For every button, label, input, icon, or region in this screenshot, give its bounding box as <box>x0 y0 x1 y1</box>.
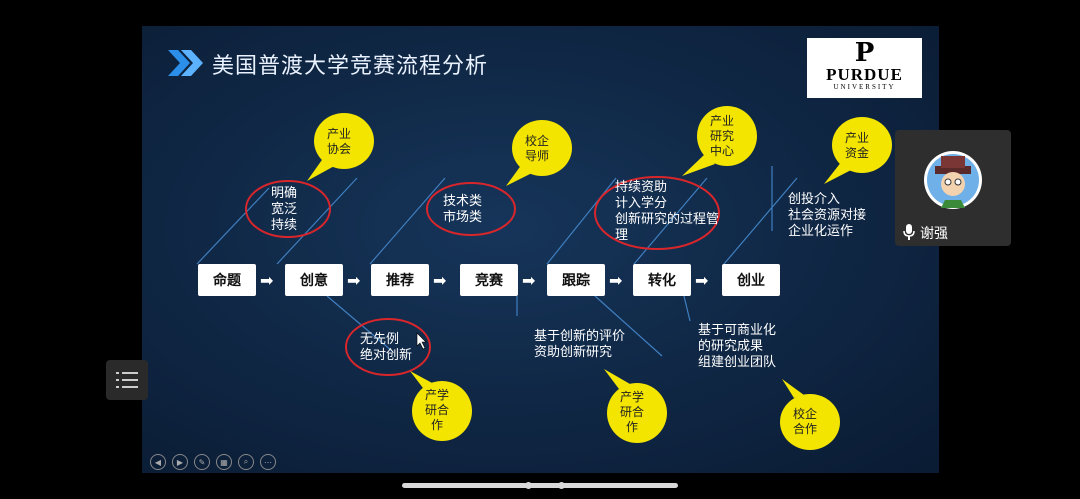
side-menu-button[interactable] <box>106 360 148 400</box>
note-idea: 无先例 绝对创新 <box>360 332 413 363</box>
home-indicator[interactable] <box>402 483 678 488</box>
list-menu-icon <box>116 372 138 388</box>
participant-name: 谢强 <box>920 226 948 242</box>
step-competition: 竞赛 <box>460 264 518 296</box>
bubble-cooperation-1: 产学 研合 作 <box>425 388 450 432</box>
bubble-school-enterprise: 校企 合作 <box>793 407 818 436</box>
presentation-toolbar: ◀ ▶ ✎ ▦ ⌕ ⋯ <box>150 454 276 470</box>
step-idea: 创意 <box>285 264 343 296</box>
purdue-logo: P PURDUE UNIVERSITY <box>807 38 922 98</box>
arrow-icon: ➡ <box>522 271 536 290</box>
step-tracking: 跟踪 <box>547 264 605 296</box>
pen-icon[interactable]: ✎ <box>194 454 210 470</box>
flow-diagram <box>196 106 892 450</box>
step-transform: 转化 <box>633 264 691 296</box>
step-recommend: 推荐 <box>371 264 429 296</box>
previous-slide-icon[interactable]: ◀ <box>150 454 166 470</box>
more-options-icon[interactable]: ⋯ <box>260 454 276 470</box>
zoom-icon[interactable]: ⌕ <box>238 454 254 470</box>
step-proposition: 命题 <box>198 264 256 296</box>
note-recommend: 技术类 市场类 <box>443 194 483 225</box>
note-tracking: 持续资助 计入学分 创新研究的过程管 理 <box>615 180 720 243</box>
title-chevron-icon <box>168 50 203 76</box>
bubble-industry-association: 产业 协会 <box>327 127 352 156</box>
arrow-icon: ➡ <box>347 271 361 290</box>
arrow-icon: ➡ <box>260 271 274 290</box>
arrow-icon: ➡ <box>433 271 447 290</box>
bubble-mentor: 校企 导师 <box>525 134 550 163</box>
page-dot[interactable] <box>558 482 565 489</box>
note-transform: 基于可商业化 的研究成果 组建创业团队 <box>698 323 777 370</box>
bubble-cooperation-2: 产学 研合 作 <box>620 390 645 434</box>
presentation-slide: 美国普渡大学竞赛流程分析 P PURDUE UNIVERSITY <box>142 26 939 473</box>
page-dot[interactable] <box>525 482 532 489</box>
avatar <box>924 151 982 209</box>
note-proposition: 明确 宽泛 持续 <box>271 186 298 233</box>
arrow-icon: ➡ <box>695 271 709 290</box>
mouse-cursor-icon <box>416 332 427 350</box>
bubble-funding: 产业 资金 <box>845 131 870 160</box>
page-indicator <box>525 482 565 489</box>
step-startup: 创业 <box>722 264 780 296</box>
next-slide-icon[interactable]: ▶ <box>172 454 188 470</box>
participant-tile[interactable]: 谢强 <box>895 130 1011 246</box>
slide-title: 美国普渡大学竞赛流程分析 <box>212 54 489 79</box>
note-competition: 基于创新的评价 资助创新研究 <box>534 329 626 360</box>
microphone-icon[interactable] <box>903 224 915 240</box>
bubble-research-center: 产业 研究 中心 <box>710 114 735 158</box>
note-startup: 创投介入 社会资源对接 企业化运作 <box>788 192 867 239</box>
arrow-icon: ➡ <box>609 271 623 290</box>
slides-grid-icon[interactable]: ▦ <box>216 454 232 470</box>
